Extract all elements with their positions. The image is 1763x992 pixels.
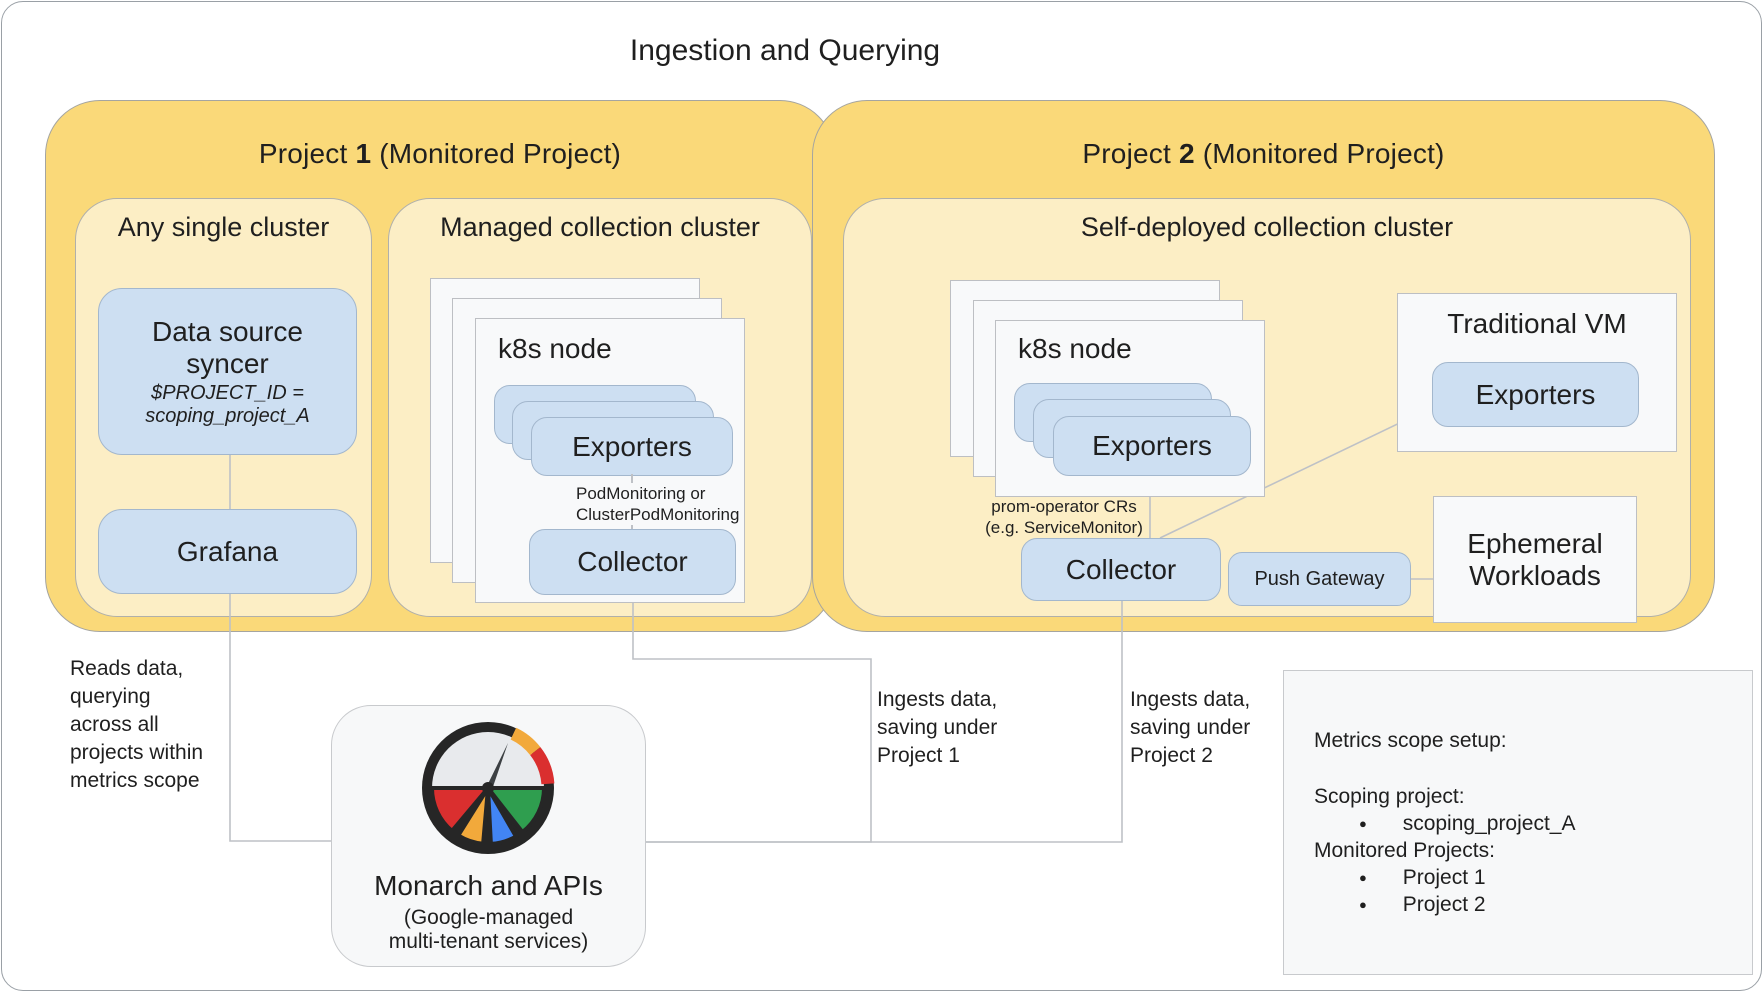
self-deployed-cluster-label: Self-deployed collection cluster [1080, 212, 1454, 242]
ingest2-note: Ingests data, saving under Project 2 [1130, 686, 1290, 770]
scoping-project-label: Scoping project: [1314, 785, 1465, 808]
data-source-syncer-box: Data source syncer $PROJECT_ID = scoping… [98, 288, 357, 455]
gauge-needle [484, 743, 508, 791]
gauge-blue-wedge [486, 787, 519, 846]
metrics-scope-heading: Metrics scope setup: [1314, 729, 1507, 752]
monarch-gauge-icon [422, 722, 555, 854]
project1-title-number: 1 [355, 138, 372, 169]
collector-box-p1: Collector [529, 529, 736, 595]
monarch-subtitle-line2: multi-tenant services) [388, 930, 589, 953]
k8s-node-card-front-p2: k8s node Exporters [995, 320, 1265, 497]
project2-title-number: 2 [1178, 138, 1195, 169]
project1-title-prefix: Project [258, 138, 356, 169]
syncer-label-line2: syncer [186, 347, 269, 379]
monarch-subtitle: (Google-managed multi-tenant services) [332, 906, 645, 954]
ephemeral-workloads-line2: Workloads [1469, 559, 1601, 591]
traditional-vm-label: Traditional VM [1447, 308, 1627, 339]
ingest2-note-line3: Project 2 [1130, 744, 1213, 767]
bullet-icon: ● [1359, 897, 1367, 912]
gauge-dial [432, 732, 544, 788]
prom-operator-note-line1: prom-operator CRs [991, 497, 1137, 516]
k8s-node-card-front: k8s node Exporters PodMonitoring or Clus… [475, 318, 745, 603]
monarch-subtitle-line1: (Google-managed [403, 906, 574, 929]
project2-title-suffix: (Monitored Project) [1194, 138, 1445, 169]
push-gateway-box: Push Gateway [1228, 552, 1411, 606]
vm-exporters-box: Exporters [1432, 362, 1639, 427]
monitored-projects-label: Monitored Projects: [1314, 839, 1495, 862]
gauge-yellow-arc [510, 727, 541, 756]
ingest2-note-line1: Ingests data, [1130, 688, 1251, 711]
pod-monitoring-note: PodMonitoring or ClusterPodMonitoring [576, 483, 744, 525]
monitored-project-2-value: Project 2 [1402, 893, 1486, 916]
monitored-project-item-1: ● Project 1 [1359, 866, 1486, 890]
k8s-node-label: k8s node [498, 333, 612, 364]
page-title: Ingestion and Querying [629, 34, 941, 67]
grafana-box: Grafana [98, 509, 357, 594]
prom-operator-note: prom-operator CRs (e.g. ServiceMonitor) [978, 496, 1150, 538]
bullet-icon: ● [1359, 870, 1367, 885]
reads-data-note: Reads data, querying across all projects… [70, 655, 250, 795]
monarch-title: Monarch and APIs [374, 870, 603, 901]
traditional-vm-box: Traditional VM Exporters [1397, 293, 1677, 452]
pod-monitoring-note-line1: PodMonitoring or [576, 484, 706, 503]
ephemeral-workloads-box: Ephemeral Workloads [1433, 496, 1637, 623]
reads-note-line1: Reads data, [70, 657, 184, 680]
gauge-yellow-wedge [455, 786, 490, 846]
bullet-icon: ● [1359, 816, 1367, 831]
syncer-projectid-line2: scoping_project_A [145, 404, 310, 427]
ingest1-note: Ingests data, saving under Project 1 [877, 686, 1037, 770]
gauge-hub [482, 782, 494, 794]
ingest1-note-line2: saving under [877, 716, 998, 739]
project2-title: Project 2 (Monitored Project) [812, 138, 1715, 170]
managed-collection-cluster-label: Managed collection cluster [440, 212, 760, 242]
reads-note-line5: metrics scope [70, 769, 200, 792]
gauge-red-wedge [429, 786, 493, 834]
project1-title: Project 1 (Monitored Project) [45, 138, 835, 170]
syncer-projectid-line1: $PROJECT_ID = [151, 381, 304, 404]
any-single-cluster-label: Any single cluster [117, 212, 330, 242]
exporters-box-p2: Exporters [1053, 416, 1251, 476]
reads-note-line2: querying [70, 685, 151, 708]
monitored-project-1-value: Project 1 [1402, 866, 1486, 889]
ephemeral-workloads-line1: Ephemeral [1467, 527, 1603, 559]
ingest1-note-line1: Ingests data, [877, 688, 998, 711]
scoping-project-item: ● scoping_project_A [1359, 812, 1575, 836]
syncer-label-line1: Data source [152, 315, 303, 347]
k8s-node-label-p2: k8s node [1018, 333, 1132, 364]
pod-monitoring-note-line2: ClusterPodMonitoring [576, 505, 740, 524]
reads-note-line4: projects within [70, 741, 204, 764]
gauge-green-wedge [483, 786, 547, 835]
prom-operator-note-line2: (e.g. ServiceMonitor) [985, 518, 1143, 537]
gauge-red-arc [530, 747, 555, 785]
reads-note-line3: across all [70, 713, 159, 736]
ingest1-note-line3: Project 1 [877, 744, 960, 767]
exporters-box: Exporters [531, 417, 733, 476]
ingest2-note-line2: saving under [1130, 716, 1251, 739]
collector-box-p2: Collector [1021, 538, 1221, 601]
metrics-scope-box: Metrics scope setup: Scoping project: ● … [1283, 670, 1753, 975]
scoping-project-value: scoping_project_A [1402, 812, 1576, 835]
monitored-project-item-2: ● Project 2 [1359, 893, 1486, 917]
monarch-box: Monarch and APIs (Google-managed multi-t… [331, 705, 646, 967]
project2-title-prefix: Project [1082, 138, 1179, 169]
project1-title-suffix: (Monitored Project) [371, 138, 622, 169]
